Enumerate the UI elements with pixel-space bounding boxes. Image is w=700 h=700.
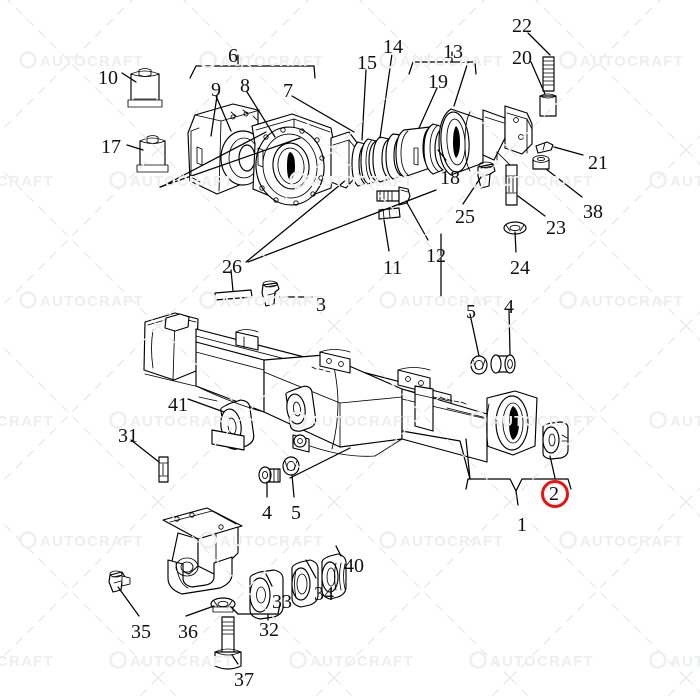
bush-part-2: [542, 421, 569, 460]
fitting-part-21: [535, 141, 554, 154]
callout-number-11[interactable]: 11: [383, 257, 403, 279]
callout-number-20[interactable]: 20: [512, 47, 532, 69]
callout-number-40[interactable]: 40: [344, 555, 364, 577]
callout-number-41[interactable]: 41: [168, 394, 188, 416]
callout-number-3[interactable]: 3: [316, 294, 326, 316]
washer-part-5-lower: [282, 456, 300, 476]
callout-number-24[interactable]: 24: [510, 257, 530, 279]
bolt-part-23: [496, 151, 518, 206]
callout-number-10[interactable]: 10: [98, 67, 118, 89]
support-bracket-assembly: [162, 507, 243, 595]
bolt-part-4-upper: [490, 354, 516, 374]
callout-number-18[interactable]: 18: [440, 167, 460, 189]
callout-number-31[interactable]: 31: [118, 425, 138, 447]
grease-fitting-part-3: [261, 280, 280, 307]
bolt-part-37: [214, 616, 242, 670]
callout-number-25[interactable]: 25: [455, 206, 475, 228]
spacer-part-20: [539, 93, 557, 117]
bushing-part-41: [198, 396, 218, 402]
main-axle-housing-body: [143, 312, 538, 463]
callout-number-14[interactable]: 14: [383, 36, 403, 58]
callout-number-1[interactable]: 1: [517, 514, 527, 536]
washer-part-5-upper: [470, 355, 488, 375]
callout-number-38[interactable]: 38: [583, 201, 603, 223]
plug-part-25: [477, 161, 496, 189]
nut-part-38: [532, 155, 550, 170]
callout-number-8[interactable]: 8: [240, 75, 250, 97]
callout-number-19[interactable]: 19: [428, 71, 448, 93]
roll-pin-part-31: [158, 456, 169, 483]
callout-number-15[interactable]: 15: [357, 52, 377, 74]
callout-number-21[interactable]: 21: [588, 152, 608, 174]
callout-number-12[interactable]: 12: [426, 245, 446, 267]
washer-part-36: [210, 597, 236, 613]
callout-number-4b[interactable]: 4: [262, 502, 272, 524]
callout-number-32[interactable]: 32: [259, 619, 279, 641]
bushing-part-17: [136, 135, 169, 173]
callout-number-9[interactable]: 9: [211, 79, 221, 101]
callout-number-36[interactable]: 36: [178, 621, 198, 643]
callout-number-4a[interactable]: 4: [504, 296, 514, 318]
callout-number-22[interactable]: 22: [512, 15, 532, 37]
callout-number-23[interactable]: 23: [546, 217, 566, 239]
callout-number-37[interactable]: 37: [234, 669, 254, 691]
stud-part-22: [542, 56, 555, 92]
pin-part-26: [214, 289, 253, 301]
callout-number-5b[interactable]: 5: [291, 502, 301, 524]
dowel-part-11: [378, 207, 401, 220]
callout-number-13[interactable]: 13: [443, 41, 463, 63]
callout-number-17[interactable]: 17: [101, 136, 121, 158]
callout-number-26[interactable]: 26: [222, 256, 242, 278]
callout-number-34[interactable]: 34: [314, 583, 334, 605]
callout-number-35[interactable]: 35: [131, 621, 151, 643]
callout-number-33[interactable]: 33: [272, 591, 292, 613]
bushing-part-10: [127, 68, 163, 108]
bolt-part-4-lower: [258, 466, 281, 484]
callout-number-7[interactable]: 7: [283, 80, 293, 102]
callout-number-2[interactable]: 2: [549, 483, 559, 505]
callout-number-6[interactable]: 6: [228, 45, 238, 67]
callout-number-5a[interactable]: 5: [466, 301, 476, 323]
